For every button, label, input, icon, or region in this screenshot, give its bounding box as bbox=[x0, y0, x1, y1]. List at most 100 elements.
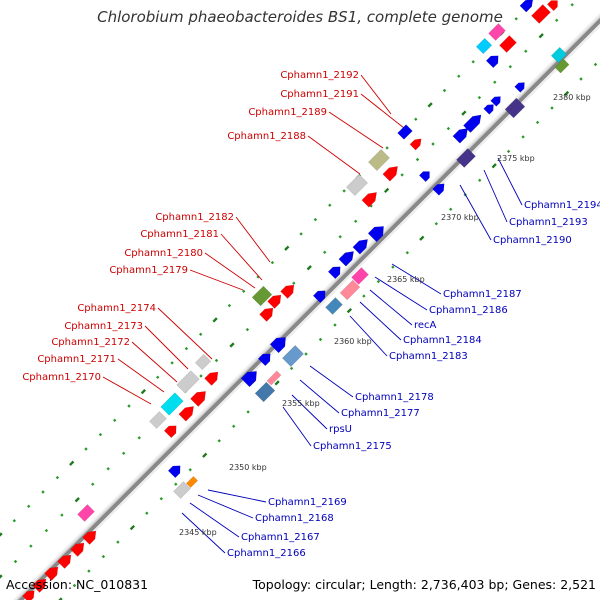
gene-arrow-shape bbox=[327, 266, 341, 280]
gene-box bbox=[456, 148, 476, 168]
label-connectors bbox=[102, 74, 523, 554]
gene-label-cphamn1-2191[interactable]: Cphamn1_2191 bbox=[280, 89, 359, 100]
gene-label-reca[interactable]: recA bbox=[414, 320, 437, 331]
track-dot bbox=[391, 265, 395, 269]
track-dot bbox=[156, 375, 160, 379]
connector-line bbox=[309, 365, 354, 398]
gene-label-cphamn1-2171[interactable]: Cphamn1_2171 bbox=[37, 354, 116, 365]
track-dot bbox=[362, 294, 366, 298]
track-dot bbox=[471, 60, 475, 64]
gene-label-cphamn1-2173[interactable]: Cphamn1_2173 bbox=[64, 321, 143, 332]
connector-line bbox=[282, 406, 312, 447]
gene-box bbox=[254, 381, 276, 403]
track-dot bbox=[354, 219, 358, 223]
gene-arrow bbox=[327, 266, 341, 280]
track-dot bbox=[538, 33, 544, 39]
track-dot bbox=[434, 222, 438, 226]
track-dot bbox=[579, 77, 583, 81]
gene-label-cphamn1-2182[interactable]: Cphamn1_2182 bbox=[155, 212, 234, 223]
track-dot bbox=[170, 361, 174, 365]
gene-label-cphamn1-2179[interactable]: Cphamn1_2179 bbox=[109, 265, 188, 276]
gene-label-cphamn1-2186[interactable]: Cphamn1_2186 bbox=[429, 305, 508, 316]
gene-label-cphamn1-2190[interactable]: Cphamn1_2190 bbox=[493, 235, 572, 246]
gene-label-rpsu[interactable]: rpsU bbox=[329, 424, 352, 435]
gene-arrow-shape bbox=[452, 128, 468, 144]
gene-box-shape bbox=[77, 504, 95, 522]
gene-arrow-shape bbox=[361, 192, 377, 208]
gene-arrow-shape bbox=[70, 542, 85, 557]
gene-label-cphamn1-2188[interactable]: Cphamn1_2188 bbox=[227, 131, 306, 142]
track-dot bbox=[535, 120, 540, 125]
track-dot bbox=[284, 245, 290, 251]
track-dot bbox=[442, 88, 447, 93]
gene-label-cphamn1-2168[interactable]: Cphamn1_2168 bbox=[255, 513, 334, 524]
gene-arrow bbox=[267, 294, 282, 309]
connector-line bbox=[131, 341, 178, 383]
gene-label-cphamn1-2184[interactable]: Cphamn1_2184 bbox=[403, 335, 482, 346]
gene-arrow-shape bbox=[490, 96, 501, 107]
track-dot bbox=[400, 173, 404, 177]
gene-arrow bbox=[257, 353, 271, 367]
gene-arrow-shape bbox=[382, 166, 398, 182]
track-dot bbox=[304, 352, 308, 356]
gene-label-cphamn1-2180[interactable]: Cphamn1_2180 bbox=[124, 248, 203, 259]
accession-text: Accession: NC_010831 bbox=[6, 577, 149, 592]
gene-label-cphamn1-2167[interactable]: Cphamn1_2167 bbox=[241, 532, 320, 543]
connector-line bbox=[102, 376, 152, 405]
gene-label-cphamn1-2192[interactable]: Cphamn1_2192 bbox=[280, 70, 359, 81]
gene-box-shape bbox=[173, 481, 191, 499]
reverse-strand-labels: Cphamn1_2194 Cphamn1_2193 Cphamn1_2190 C… bbox=[227, 200, 600, 559]
track-dot bbox=[449, 207, 453, 211]
gene-label-cphamn1-2189[interactable]: Cphamn1_2189 bbox=[248, 107, 327, 118]
connector-line bbox=[483, 169, 508, 223]
gene-label-cphamn1-2194[interactable]: Cphamn1_2194 bbox=[524, 200, 600, 211]
gene-box bbox=[488, 23, 506, 41]
connector-line bbox=[359, 301, 402, 341]
gene-arrow bbox=[409, 138, 422, 151]
gene-label-cphamn1-2193[interactable]: Cphamn1_2193 bbox=[509, 217, 588, 228]
track-dot bbox=[217, 439, 221, 443]
gene-label-cphamn1-2177[interactable]: Cphamn1_2177 bbox=[341, 408, 420, 419]
track-dot bbox=[405, 251, 409, 255]
track-dot bbox=[570, 3, 574, 7]
track-dot bbox=[72, 583, 77, 588]
gene-label-cphamn1-2187[interactable]: Cphamn1_2187 bbox=[443, 289, 522, 300]
gene-box-shape bbox=[185, 475, 199, 489]
track-dot bbox=[550, 106, 554, 110]
gene-arrow bbox=[259, 307, 274, 322]
track-dot bbox=[55, 475, 60, 480]
track-dot bbox=[0, 574, 3, 580]
track-dot bbox=[477, 95, 482, 100]
scale-tick-2350: 2350 kbp bbox=[229, 463, 267, 472]
track-dot bbox=[69, 460, 75, 466]
gene-arrow bbox=[32, 578, 47, 593]
track-dot bbox=[245, 327, 250, 332]
track-dot bbox=[116, 540, 120, 544]
gene-arrow-shape bbox=[267, 294, 282, 309]
track-dot bbox=[593, 62, 598, 67]
track-dot bbox=[202, 452, 208, 458]
gene-arrow bbox=[57, 554, 72, 569]
gene-label-cphamn1-2174[interactable]: Cphamn1_2174 bbox=[77, 303, 156, 314]
gene-arrow bbox=[352, 239, 368, 255]
gene-label-cphamn1-2178[interactable]: Cphamn1_2178 bbox=[355, 392, 434, 403]
gene-label-cphamn1-2172[interactable]: Cphamn1_2172 bbox=[51, 337, 130, 348]
gene-label-cphamn1-2175[interactable]: Cphamn1_2175 bbox=[313, 441, 392, 452]
track-dot bbox=[338, 235, 342, 239]
gene-label-cphamn1-2170[interactable]: Cphamn1_2170 bbox=[22, 372, 101, 383]
gene-label-cphamn1-2166[interactable]: Cphamn1_2166 bbox=[227, 548, 306, 559]
gene-label-cphamn1-2169[interactable]: Cphamn1_2169 bbox=[268, 497, 347, 508]
track-dot bbox=[493, 80, 497, 84]
gene-box bbox=[397, 124, 413, 140]
track-dot bbox=[199, 332, 203, 336]
connector-line bbox=[360, 93, 410, 133]
gene-box bbox=[282, 345, 304, 367]
track-dot bbox=[106, 467, 110, 471]
track-dot bbox=[555, 18, 559, 22]
gene-box-shape bbox=[499, 35, 517, 53]
track-dot bbox=[274, 380, 280, 386]
gene-box bbox=[149, 411, 167, 429]
gene-label-cphamn1-2181[interactable]: Cphamn1_2181 bbox=[140, 229, 219, 240]
gene-box-shape bbox=[160, 392, 184, 416]
gene-label-cphamn1-2183[interactable]: Cphamn1_2183 bbox=[389, 351, 468, 362]
